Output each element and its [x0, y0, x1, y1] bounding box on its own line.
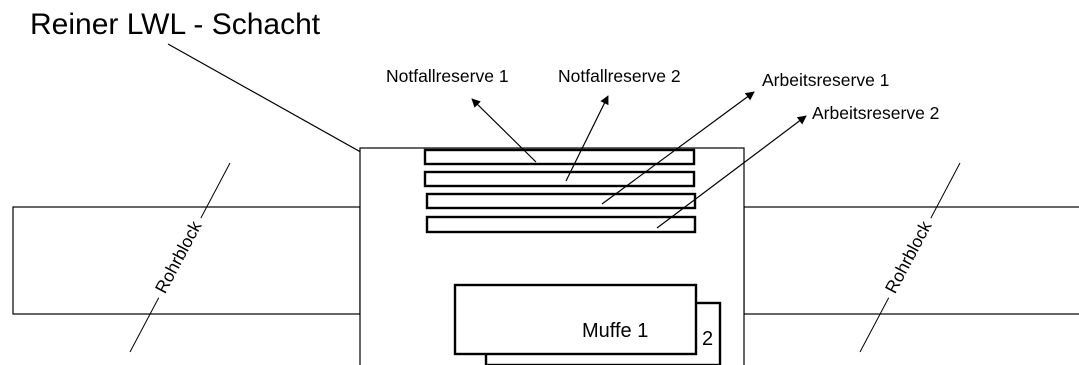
title-leader-line	[167, 43, 383, 165]
label-arbeitsreserve-1: Arbeitsreserve 1	[762, 70, 889, 90]
splice-closure-1-label: Muffe 1	[582, 320, 648, 342]
label-notfallreserve-2: Notfallreserve 2	[558, 66, 681, 86]
arrow-arbeit-1	[601, 91, 755, 205]
splice-closure-2-label: 2	[702, 328, 713, 350]
reserve-bar-notfall-2	[423, 170, 696, 188]
arrow-notfall-1	[471, 98, 537, 163]
arrow-notfall-2	[565, 95, 609, 182]
reserve-bar-notfall-1	[423, 148, 696, 166]
label-arbeitsreserve-2: Arbeitsreserve 2	[812, 103, 939, 123]
splice-closure-1	[453, 283, 698, 356]
label-notfallreserve-1: Notfallreserve 1	[386, 66, 509, 86]
arrow-arbeit-2	[656, 115, 807, 229]
reserve-bar-arbeit-1	[425, 192, 697, 210]
reserve-bar-arbeit-2	[425, 215, 697, 234]
diagram-title: Reiner LWL - Schacht	[30, 8, 321, 41]
